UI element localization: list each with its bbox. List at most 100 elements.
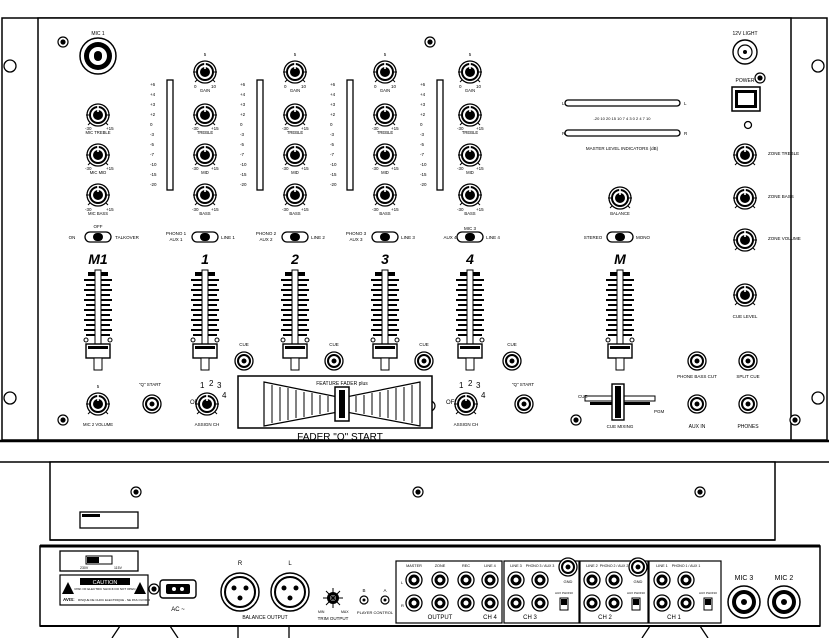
ch3-bass-knob[interactable] — [372, 183, 398, 207]
phones-jack[interactable] — [738, 394, 758, 414]
ch1-line-r[interactable] — [653, 594, 671, 612]
ch3-treble-knob[interactable] — [372, 103, 398, 127]
output-zone-l[interactable] — [431, 571, 449, 589]
trim-output-knob[interactable] — [323, 588, 343, 608]
output-master-r[interactable] — [405, 594, 423, 612]
zone-bass-knob[interactable] — [732, 186, 758, 210]
light-socket[interactable] — [732, 39, 758, 65]
player-control-a-jack[interactable] — [380, 595, 390, 605]
output-master-l[interactable] — [405, 571, 423, 589]
ch3-line-r[interactable] — [507, 594, 525, 612]
svg-text:-30: -30 — [85, 166, 92, 171]
master-fader[interactable] — [605, 269, 635, 371]
svg-text:CH 3: CH 3 — [523, 615, 537, 621]
ch4-cue-button[interactable] — [502, 351, 522, 371]
ch2-input-switch[interactable] — [281, 231, 309, 243]
assign-ch-right-knob[interactable] — [453, 392, 479, 416]
mic1-fader[interactable] — [83, 269, 113, 371]
ch4-input-switch[interactable] — [456, 231, 484, 243]
svg-text:-10: -10 — [330, 162, 337, 167]
ac-inlet[interactable] — [159, 579, 197, 599]
power-switch[interactable] — [731, 86, 761, 112]
mic1-bass-knob[interactable] — [85, 183, 111, 207]
voltage-selector[interactable] — [59, 550, 139, 572]
ch4-fader[interactable] — [455, 269, 485, 371]
ch3-phono-l[interactable] — [531, 571, 549, 589]
svg-text:ZONE VOLUME: ZONE VOLUME — [768, 236, 801, 241]
ch2-line-r[interactable] — [583, 594, 601, 612]
ch1-phono-l[interactable] — [677, 571, 695, 589]
mic-bass-label: MIC BASS — [88, 211, 108, 216]
aux-in-jack[interactable] — [687, 394, 707, 414]
ch2-fader[interactable] — [280, 269, 310, 371]
ch2-aux-phono-switch[interactable] — [631, 597, 641, 611]
ch2-bass-knob[interactable] — [282, 183, 308, 207]
ch1-mid-knob[interactable] — [192, 143, 218, 167]
ch3-input-switch[interactable] — [371, 231, 399, 243]
ch1-input-switch[interactable] — [191, 231, 219, 243]
svg-text:BASS: BASS — [379, 211, 390, 216]
svg-text:B: B — [362, 588, 365, 593]
mic1-treble-knob[interactable] — [85, 103, 111, 127]
ch1-cue-button[interactable] — [234, 351, 254, 371]
zone-treble-knob[interactable] — [732, 143, 758, 167]
ch3-aux-phono-switch[interactable] — [559, 597, 569, 611]
ch3-line-l[interactable] — [507, 571, 525, 589]
ch4-mid-knob[interactable] — [457, 143, 483, 167]
svg-text:10: 10 — [476, 84, 482, 89]
ch4-treble-knob[interactable] — [457, 103, 483, 127]
q-start-left-jack[interactable] — [142, 394, 162, 414]
mic1-combo-jack[interactable] — [79, 37, 117, 75]
output-rec-r[interactable] — [457, 594, 475, 612]
ch2-phono-l[interactable] — [605, 571, 623, 589]
split-cue-button[interactable] — [738, 351, 758, 371]
ch1-line-l[interactable] — [653, 571, 671, 589]
ch1-fader[interactable] — [190, 269, 220, 371]
talkover-switch[interactable] — [84, 231, 112, 243]
ch2-gain-knob[interactable] — [282, 60, 308, 84]
xlr-output-l[interactable] — [270, 572, 310, 612]
ch4-gain-knob[interactable] — [457, 60, 483, 84]
ch2-cue-button[interactable] — [324, 351, 344, 371]
svg-text:RISK OF ELECTRIC SHOCK DO NOT: RISK OF ELECTRIC SHOCK DO NOT OPEN — [75, 587, 136, 591]
svg-text:+2: +2 — [420, 112, 426, 117]
ch2-phono-r[interactable] — [605, 594, 623, 612]
mic2-volume-knob[interactable] — [85, 392, 111, 416]
mic3-combo-jack[interactable] — [727, 585, 761, 619]
output-rec-l[interactable] — [457, 571, 475, 589]
ch1-phono-r[interactable] — [677, 594, 695, 612]
stereo-mono-switch[interactable] — [606, 231, 634, 243]
zone-volume-knob[interactable] — [732, 228, 758, 252]
svg-text:AUX IN: AUX IN — [689, 424, 706, 430]
ch3-mid-knob[interactable] — [372, 143, 398, 167]
output-zone-r[interactable] — [431, 594, 449, 612]
cue-mixing-fader[interactable] — [584, 383, 656, 421]
mic1-mid-knob[interactable] — [85, 143, 111, 167]
ch3-cue-button[interactable] — [414, 351, 434, 371]
gnd-terminal-2[interactable] — [628, 557, 648, 577]
assign-ch-left-knob[interactable] — [194, 392, 220, 416]
ch1-bass-knob[interactable] — [192, 183, 218, 207]
ch2-line-l[interactable] — [583, 571, 601, 589]
xlr-output-r[interactable] — [220, 572, 260, 612]
ch1-treble-knob[interactable] — [192, 103, 218, 127]
player-control-b-jack[interactable] — [359, 595, 369, 605]
ch3-fader[interactable] — [370, 269, 400, 371]
ch1-aux-phono-switch[interactable] — [703, 597, 713, 611]
feature-fader[interactable] — [263, 381, 421, 427]
ch2-treble-knob[interactable] — [282, 103, 308, 127]
ch3-gain-knob[interactable] — [372, 60, 398, 84]
svg-text:PHONO 1 / AUX 1: PHONO 1 / AUX 1 — [672, 564, 701, 568]
q-start-right-jack[interactable] — [514, 394, 534, 414]
ch3-phono-r[interactable] — [531, 594, 549, 612]
ch4-line-r[interactable] — [481, 594, 499, 612]
ch1-gain-knob[interactable] — [192, 60, 218, 84]
cue-level-knob[interactable] — [732, 283, 758, 307]
ch4-line-l[interactable] — [481, 571, 499, 589]
balance-knob[interactable] — [607, 186, 633, 210]
mic2-combo-jack[interactable] — [767, 585, 801, 619]
ch2-mid-knob[interactable] — [282, 143, 308, 167]
gnd-terminal-1[interactable] — [558, 557, 578, 577]
phone-bass-cut-button[interactable] — [687, 351, 707, 371]
ch4-bass-knob[interactable] — [457, 183, 483, 207]
